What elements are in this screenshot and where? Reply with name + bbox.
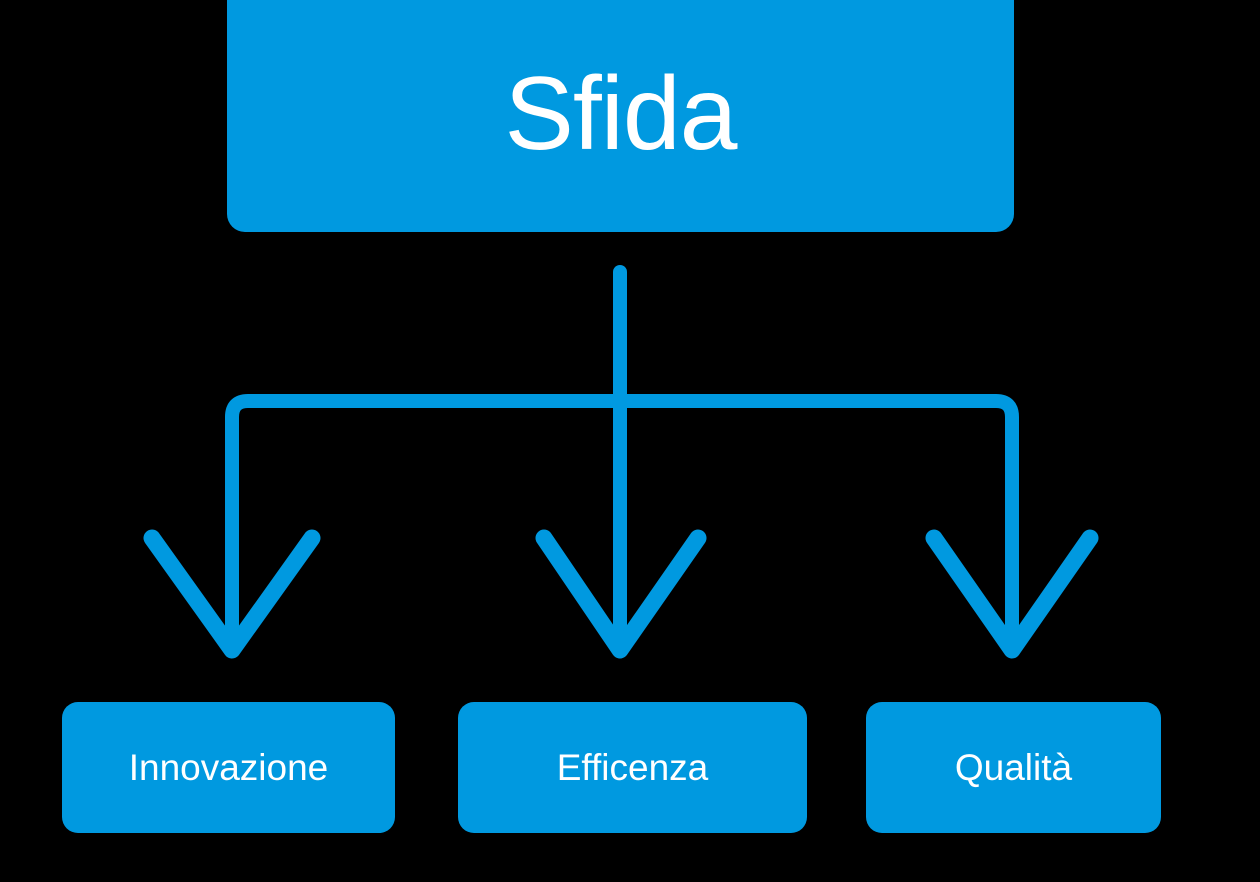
node-leaf-label: Innovazione [128, 747, 329, 788]
node-leaf-qualita[interactable]: Qualità [866, 702, 1161, 833]
node-leaf-label: Qualità [954, 747, 1073, 788]
connector-elbow-right [613, 394, 1019, 655]
arrowhead-middle-icon [535, 529, 707, 659]
node-root-label: Sfida [504, 56, 737, 172]
arrowhead-left-icon [143, 529, 321, 659]
node-leaf-efficenza[interactable]: Efficenza [458, 702, 807, 833]
connector-elbow-left [225, 394, 627, 655]
node-leaf-label: Efficenza [556, 747, 709, 788]
node-leaf-innovazione[interactable]: Innovazione [62, 702, 395, 833]
arrowhead-right-icon [925, 529, 1099, 659]
node-root[interactable]: Sfida [227, 0, 1014, 232]
